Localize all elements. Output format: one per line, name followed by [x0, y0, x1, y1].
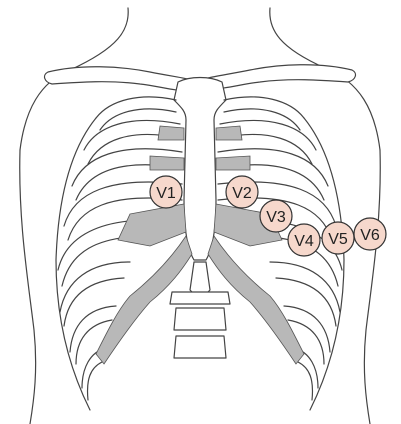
right-rib-1	[224, 97, 304, 118]
electrode-v5-label: V5	[328, 231, 348, 248]
electrode-v3-label: V3	[266, 209, 286, 226]
electrode-v4-label: V4	[294, 233, 314, 250]
left-cage-edge	[56, 118, 96, 410]
electrode-v1: V1	[150, 176, 182, 208]
left-cartilage-3	[118, 204, 186, 246]
electrode-v5: V5	[322, 222, 354, 254]
electrode-v4: V4	[288, 224, 320, 256]
left-clavicle	[45, 67, 192, 91]
right-cage-edge	[304, 118, 344, 410]
left-rib-1	[96, 97, 176, 118]
right-clavicle	[208, 65, 355, 89]
electrode-v6-label: V6	[360, 227, 380, 244]
electrode-v3: V3	[260, 200, 292, 232]
electrode-v2: V2	[226, 176, 258, 208]
left-rib-8b	[88, 362, 102, 400]
left-cartilage-2	[150, 156, 184, 170]
right-cartilage-1	[216, 126, 242, 140]
right-rib-8b	[298, 362, 312, 400]
torso-left-outline	[20, 150, 36, 424]
torso-right-outline	[364, 150, 380, 424]
electrode-v6: V6	[354, 218, 386, 250]
electrode-v1-label: V1	[156, 185, 176, 202]
vertebra-1	[170, 292, 230, 304]
vertebra-3	[174, 336, 226, 358]
electrode-v2-label: V2	[232, 185, 252, 202]
left-cartilage-1	[158, 126, 184, 140]
vertebra-2	[174, 308, 226, 330]
right-cartilage-2	[216, 156, 250, 170]
